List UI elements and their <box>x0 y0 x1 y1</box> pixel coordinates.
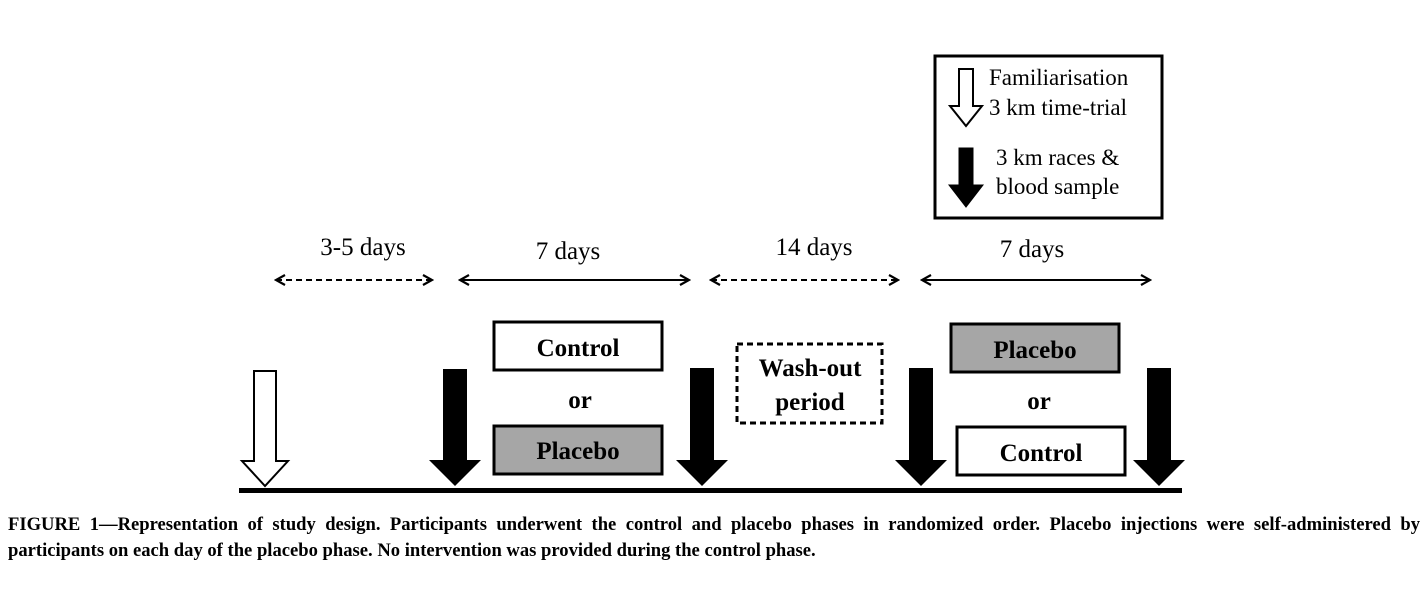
washout-box <box>735 342 884 425</box>
legend-open-arrow-icon <box>947 68 985 128</box>
legend-open-arrow-label-line1: Familiarisation <box>989 65 1129 90</box>
phase-1-control-label: Control <box>537 335 620 362</box>
washout-label-line2: period <box>775 389 845 416</box>
duration-label-familiarisation: 3-5 days <box>320 234 405 261</box>
race-filled-arrow-icon <box>429 369 481 486</box>
phase-2-placebo-box <box>949 322 1121 374</box>
phase-2-placebo-label: Placebo <box>993 337 1076 364</box>
legend-filled-arrow-icon <box>947 147 985 208</box>
duration-label-phase-2: 7 days <box>1000 236 1065 263</box>
phase-1-control-box <box>492 320 664 372</box>
duration-label-phase-1: 7 days <box>536 238 601 265</box>
phase-2-control-label: Control <box>1000 440 1083 467</box>
phase-1-or-label: or <box>568 387 592 414</box>
phase-1-placebo-box <box>492 424 664 476</box>
figure-caption: FIGURE 1—Representation of study design.… <box>8 514 1420 561</box>
legend-open-arrow-label-line2: 3 km time-trial <box>989 95 1127 120</box>
legend: Familiarisation 3 km time-trial 3 km rac… <box>933 54 1164 220</box>
legend-filled-arrow-label-line1: 3 km races & <box>996 145 1119 170</box>
race-filled-arrow-icon <box>895 368 947 486</box>
phase-2-control-box <box>955 425 1127 477</box>
phase-1-placebo-label: Placebo <box>536 438 619 465</box>
washout-label-line1: Wash-out <box>759 355 862 382</box>
timeline-baseline <box>239 488 1182 493</box>
phase-2-or-label: or <box>1027 388 1051 415</box>
legend-filled-arrow-label-line2: blood sample <box>996 174 1119 199</box>
familiarisation-open-arrow-icon <box>239 370 291 488</box>
race-filled-arrow-icon <box>1133 368 1185 486</box>
duration-label-washout: 14 days <box>775 234 852 261</box>
race-filled-arrow-icon <box>676 368 728 486</box>
